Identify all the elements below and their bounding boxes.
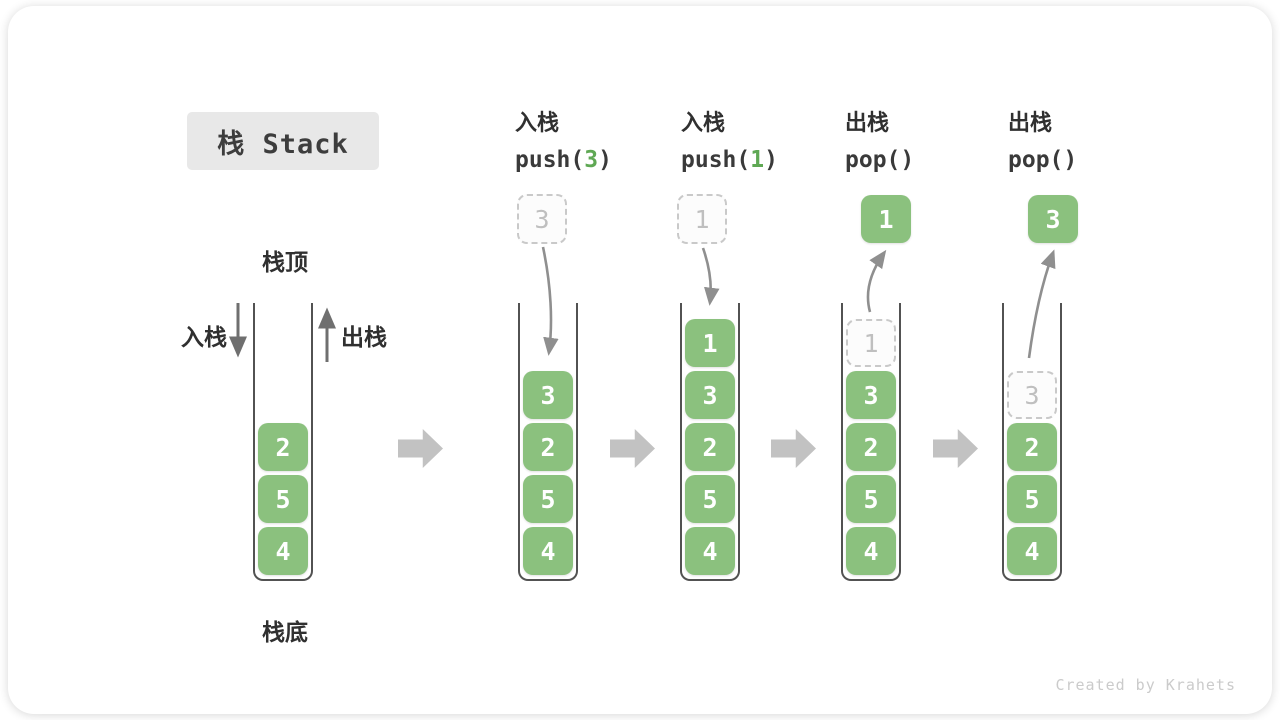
stack-item: 4 <box>1007 527 1057 575</box>
stack-item: 1 <box>685 319 735 367</box>
pending-item: 3 <box>517 194 567 244</box>
stack-item: 5 <box>258 475 308 523</box>
op-verb: 出栈 <box>1008 111 1053 136</box>
ghost-item: 3 <box>1007 371 1057 419</box>
popped-item: 3 <box>1028 195 1078 243</box>
op-code-pre: pop() <box>845 147 915 173</box>
op-verb: 入栈 <box>681 111 726 136</box>
op-code: push(3) <box>515 142 612 178</box>
op-code-arg: 3 <box>584 147 599 173</box>
stack-item: 2 <box>523 423 573 471</box>
push-side-label: 入栈 <box>181 325 227 351</box>
stack-item: 4 <box>258 527 308 575</box>
stack-item: 4 <box>523 527 573 575</box>
op-verb: 入栈 <box>515 111 560 136</box>
stack-bottom-label: 栈底 <box>262 620 308 646</box>
stack-item: 5 <box>685 475 735 523</box>
stack-item: 4 <box>685 527 735 575</box>
op-code-post: ) <box>598 147 612 173</box>
stack-item: 5 <box>1007 475 1057 523</box>
stack-item: 5 <box>523 475 573 523</box>
op-code-pre: push( <box>681 147 751 173</box>
stack-item: 4 <box>846 527 896 575</box>
stack-item: 3 <box>523 371 573 419</box>
title-badge: 栈 Stack <box>187 112 379 170</box>
op-code: pop() <box>1008 142 1077 178</box>
op-code-post: ) <box>764 147 778 173</box>
stack-item: 3 <box>685 371 735 419</box>
pending-item: 1 <box>677 194 727 244</box>
op-code: push(1) <box>681 142 778 178</box>
op-code: pop() <box>845 142 914 178</box>
op-label-push-1: 入栈 push(1) <box>681 106 778 178</box>
pop-side-label: 出栈 <box>341 325 387 351</box>
watermark: Created by Krahets <box>1055 676 1236 694</box>
op-code-pre: push( <box>515 147 585 173</box>
stack-item: 3 <box>846 371 896 419</box>
op-code-pre: pop() <box>1008 147 1078 173</box>
stack-item: 2 <box>846 423 896 471</box>
stack-top-label: 栈顶 <box>262 250 308 276</box>
op-label-pop-3: 出栈 pop() <box>1008 106 1077 178</box>
stack-item: 2 <box>258 423 308 471</box>
popped-item: 1 <box>861 195 911 243</box>
page-title: 栈 Stack <box>217 128 349 160</box>
op-label-pop-1: 出栈 pop() <box>845 106 914 178</box>
stack-item: 2 <box>685 423 735 471</box>
stack-item: 5 <box>846 475 896 523</box>
op-label-push-3: 入栈 push(3) <box>515 106 612 178</box>
op-verb: 出栈 <box>845 111 890 136</box>
ghost-item: 1 <box>846 319 896 367</box>
op-code-arg: 1 <box>750 147 765 173</box>
stack-item: 2 <box>1007 423 1057 471</box>
